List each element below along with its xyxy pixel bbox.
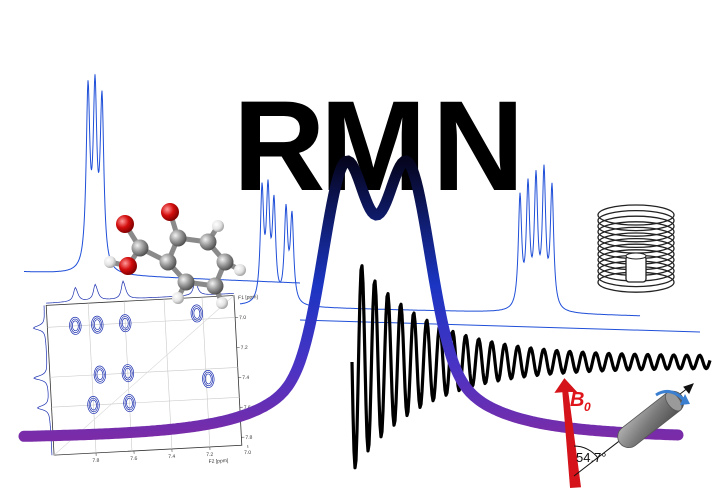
cosy-x-tick-label: 7.0 <box>244 450 251 456</box>
cosy-y-axis-label: F1 [ppm] <box>238 294 259 301</box>
cosy-crosspeak <box>202 370 215 388</box>
cosy-crosspeak <box>92 317 103 332</box>
cosy-crosspeak <box>204 373 212 385</box>
cosy-crosspeak <box>193 308 201 319</box>
coil-turn <box>597 215 675 237</box>
b0-label-subscript: 0 <box>584 400 591 414</box>
coil-turn <box>597 221 675 243</box>
cosy-crosspeak <box>190 304 204 323</box>
cosy-y-tick-label: 7.2 <box>241 345 248 351</box>
salicylic-acid-molecule <box>104 203 246 309</box>
spectrum-baseline <box>299 319 701 333</box>
mas-rotor <box>617 390 685 449</box>
cosy-crosspeak <box>121 317 129 329</box>
cosy-crosspeak <box>124 367 132 379</box>
fid-signal <box>350 264 712 470</box>
coil-turn <box>597 209 675 232</box>
cosy-crosspeak <box>96 369 104 380</box>
cosy-x-tick-label: 7.6 <box>130 456 137 462</box>
cosy-grid-line <box>123 301 133 452</box>
cosy-crosspeak <box>88 397 99 413</box>
cosy-diagonal <box>53 295 235 456</box>
cosy-crosspeak <box>71 320 79 332</box>
cosy-crosspeak <box>91 315 104 334</box>
cosy-crosspeak <box>119 314 132 333</box>
cosy-crosspeak <box>70 318 81 333</box>
coil-turn <box>597 204 675 226</box>
rotation-arrowhead-icon <box>680 394 690 405</box>
coil-sample-tube <box>625 255 647 283</box>
cosy-crosspeak <box>90 399 97 411</box>
cosy-grid-line <box>87 303 97 453</box>
cosy-crosspeaks <box>69 304 215 414</box>
cosy-x-tick-label: 7.2 <box>206 452 213 458</box>
cosy-top-projection <box>46 280 234 304</box>
cosy-crosspeak <box>126 397 133 409</box>
cosy-x-axis-label: F2 [ppm] <box>208 458 229 465</box>
cosy-y-tick-label: 7.8 <box>245 435 252 441</box>
title-letter-n: N <box>432 75 524 218</box>
cosy-crosspeak <box>203 371 214 387</box>
coil-sample-top <box>625 252 647 260</box>
cosy-y-tick-label: 7.4 <box>242 375 249 381</box>
cosy-x-tick-label: 7.4 <box>168 454 175 460</box>
cosy-crosspeak <box>93 319 101 331</box>
b0-field-arrow <box>554 378 582 488</box>
cosy-crosspeak <box>93 365 107 384</box>
title-letter-r: R <box>233 75 325 218</box>
coil-turn <box>597 226 675 249</box>
cosy-crosspeak <box>69 316 82 335</box>
cosy-y-tick-label: 7.6 <box>244 405 251 411</box>
cosy-y-ticks: 7.0 7.2 7.4 7.6 7.8 <box>235 315 253 441</box>
cosy-x-ticks: 7.8 7.6 7.4 7.2 7.0 <box>92 444 252 464</box>
spectrum-segment <box>24 74 300 284</box>
cosy-y-tick-label: 7.0 <box>239 315 246 321</box>
rotation-arrow-icon <box>655 389 686 402</box>
cosy-crosspeak <box>120 316 131 331</box>
cosy-crosspeak <box>192 306 202 321</box>
magic-angle-label: 54.7° <box>576 450 607 465</box>
cosy-crosspeak <box>123 394 136 413</box>
rf-coil-icon <box>597 204 675 293</box>
cosy-crosspeak <box>123 366 133 381</box>
cosy-crosspeak <box>121 364 135 383</box>
cosy-2d-spectrum: F2 [ppm] F1 [ppm] 7.8 7.6 7.4 7.2 7.0 7.0 7.2… <box>32 280 259 465</box>
b0-label: B <box>570 389 584 411</box>
cosy-grid-line <box>51 397 240 408</box>
cosy-x-tick-label: 7.8 <box>92 458 99 464</box>
cosy-crosspeak <box>87 396 100 414</box>
cosy-crosspeak <box>124 395 135 411</box>
cosy-grid-line <box>49 367 238 378</box>
cosy-crosspeak <box>95 367 105 382</box>
